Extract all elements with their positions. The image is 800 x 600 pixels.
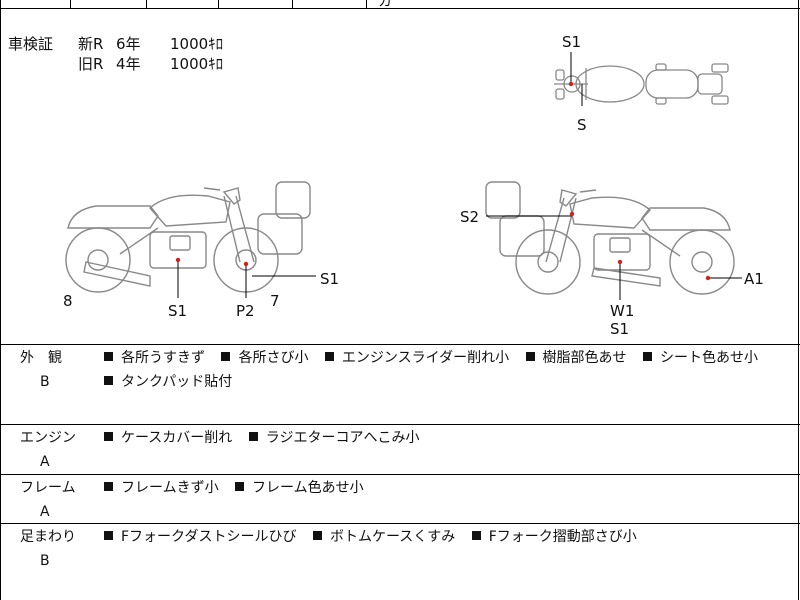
inspection-kind: 旧R	[78, 55, 104, 73]
issue-item: Fフォーク摺動部さび小	[471, 529, 637, 545]
inspection-label: 車検証	[8, 35, 54, 53]
section-title: フレーム	[20, 480, 76, 496]
label-left-p2: P2	[236, 302, 255, 320]
label-left-s1-right: S1	[320, 270, 339, 288]
label-left-8: 8	[63, 292, 73, 310]
issue-item: Fフォークダストシールひび	[104, 529, 297, 545]
inspection-years: 6年	[116, 35, 141, 53]
right-view-markers	[486, 211, 742, 300]
section-title: 外 観	[20, 350, 62, 366]
motorcycle-right-view	[485, 181, 735, 295]
section-grade: B	[40, 374, 50, 390]
issue-item: 各所さび小	[221, 350, 308, 366]
label-right-a1: A1	[744, 270, 764, 288]
issue-item: フレーム色あせ小	[235, 480, 364, 496]
section-items: フレームきず小 フレーム色あせ小	[104, 476, 784, 500]
divider	[0, 523, 800, 524]
issue-item: 各所うすきず	[104, 350, 205, 366]
divider	[0, 424, 800, 425]
motorcycle-damage-diagram: S1 S 8 S1 S1 P2 7	[63, 33, 764, 338]
section-title: 足まわり	[20, 529, 76, 545]
section-grade: B	[40, 553, 50, 569]
top-view-markers	[568, 52, 583, 106]
label-top-s1: S1	[562, 33, 581, 51]
section-items: Fフォークダストシールひび ボトムケースくすみ Fフォーク摺動部さび小	[104, 525, 784, 549]
issue-item: シート色あせ小	[642, 350, 758, 366]
inspection-years: 4年	[116, 55, 141, 73]
issue-item: タンクパッド貼付	[104, 374, 232, 390]
section-grade: A	[40, 454, 50, 470]
top-header-strip: カ	[0, 0, 800, 10]
section-items: 各所うすきず 各所さび小 エンジンスライダー削れ小 樹脂部色あせ シート色あせ小…	[104, 346, 784, 394]
top-cut-text: カ	[378, 0, 392, 10]
issue-item: ケースカバー削れ	[104, 430, 232, 446]
label-right-s2: S2	[460, 208, 479, 226]
inspection-km: 1000ｷﾛ	[170, 55, 224, 73]
label-top-s: S	[577, 116, 587, 134]
motorcycle-top-view	[554, 63, 729, 105]
inspection-kind: 新R	[78, 35, 104, 53]
label-left-s1-bottom: S1	[168, 302, 187, 320]
issue-item: ラジエターコアへこみ小	[248, 430, 420, 446]
divider	[0, 474, 800, 475]
label-right-s1: S1	[610, 320, 629, 338]
label-right-w1: W1	[610, 302, 634, 320]
section-items: ケースカバー削れ ラジエターコアへこみ小	[104, 426, 784, 450]
motorcycle-left-view	[65, 181, 311, 293]
left-view-markers	[175, 257, 316, 298]
divider	[0, 344, 800, 345]
issue-item: フレームきず小	[104, 480, 219, 496]
issue-item: エンジンスライダー削れ小	[324, 350, 509, 366]
section-title: エンジン	[20, 430, 76, 446]
issue-item: ボトムケースくすみ	[312, 529, 455, 545]
issue-item: 樹脂部色あせ	[525, 350, 627, 366]
inspection-km: 1000ｷﾛ	[170, 35, 224, 53]
label-left-7: 7	[270, 292, 280, 310]
section-grade: A	[40, 504, 50, 520]
